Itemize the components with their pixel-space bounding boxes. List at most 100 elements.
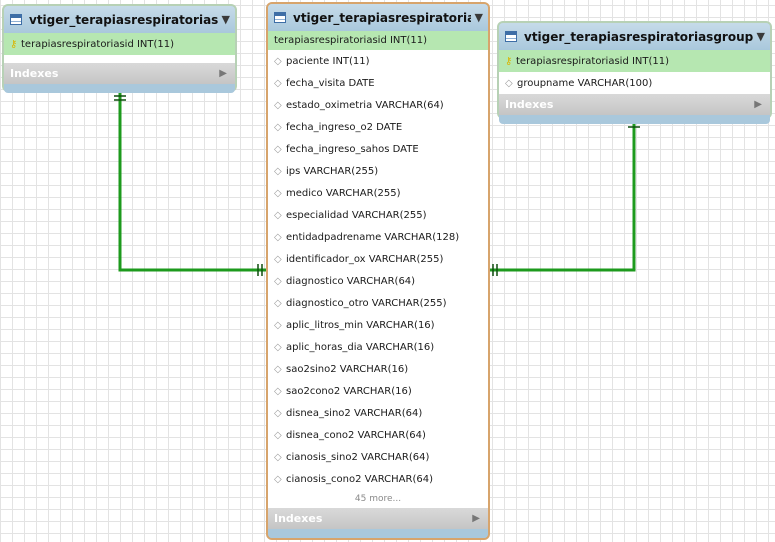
column-label: aplic_horas_dia VARCHAR(16) [286,341,435,353]
column-row[interactable]: ◇ medico VARCHAR(255) [268,182,488,204]
table-icon [505,31,517,42]
column-label: medico VARCHAR(255) [286,187,401,199]
diamond-icon: ◇ [274,165,282,177]
table-header[interactable]: vtiger_terapiasrespiratorias ▼ [268,4,488,31]
column-row[interactable]: ◇ entidadpadrename VARCHAR(128) [268,226,488,248]
column-row[interactable]: ◇ diagnostico_otro VARCHAR(255) [268,292,488,314]
triangle-right-icon[interactable]: ▶ [219,68,227,79]
diamond-icon: ◇ [274,143,282,155]
column-row[interactable]: ◇ diagnostico VARCHAR(64) [268,270,488,292]
column-row[interactable]: ◇ aplic_horas_dia VARCHAR(16) [268,336,488,358]
column-label: fecha_ingreso_o2 DATE [286,121,403,133]
indexes-label: Indexes [10,67,59,80]
table-title: vtiger_terapiasrespiratoriascf [29,12,218,27]
column-label: sao2sino2 VARCHAR(16) [286,363,409,375]
column-label: disnea_cono2 VARCHAR(64) [286,429,426,441]
table-title: vtiger_terapiasrespiratorias [293,10,471,25]
table-terapiasrespiratorias[interactable]: vtiger_terapiasrespiratorias ▼ terapiasr… [266,2,490,540]
diamond-icon: ◇ [505,77,513,89]
column-row[interactable]: ◇ sao2cono2 VARCHAR(16) [268,380,488,402]
table-terapiasrespiratoriasgrouprel[interactable]: vtiger_terapiasrespiratoriasgrouprel ▼ ⚷… [497,21,772,124]
indexes-section[interactable]: Indexes ▶ [268,508,488,529]
diamond-icon: ◇ [274,187,282,199]
triangle-right-icon[interactable]: ▶ [754,99,762,110]
table-footer [499,115,770,124]
column-row[interactable]: ◇ cianosis_sino2 VARCHAR(64) [268,446,488,468]
diamond-icon: ◇ [274,407,282,419]
table-header[interactable]: vtiger_terapiasrespiratoriascf ▼ [4,6,235,33]
column-label: especialidad VARCHAR(255) [286,209,427,221]
chevron-down-icon[interactable]: ▼ [221,13,230,26]
diamond-icon: ◇ [274,121,282,133]
column-row[interactable]: ◇ paciente INT(11) [268,50,488,72]
key-icon: ⚷ [505,55,513,67]
column-label: groupname VARCHAR(100) [517,77,653,89]
column-label: terapiasrespiratoriasid INT(11) [274,35,428,46]
table-icon [274,12,286,23]
column-label: terapiasrespiratoriasid INT(11) [21,38,175,50]
table-terapiasrespiratoriascf[interactable]: vtiger_terapiasrespiratoriascf ▼ ⚷ terap… [2,4,237,93]
column-row[interactable]: ◇ especialidad VARCHAR(255) [268,204,488,226]
relationship-grouprel-to-main [488,119,636,272]
diamond-icon: ◇ [274,297,282,309]
empty-column-area [4,55,235,63]
column-label: cianosis_sino2 VARCHAR(64) [286,451,430,463]
indexes-section[interactable]: Indexes ▶ [4,63,235,84]
table-icon [10,14,22,25]
column-row[interactable]: ◇ fecha_visita DATE [268,72,488,94]
column-label: ips VARCHAR(255) [286,165,379,177]
column-row[interactable]: ◇ fecha_ingreso_o2 DATE [268,116,488,138]
relationship-cf-to-main [118,92,268,272]
column-row[interactable]: ◇ ips VARCHAR(255) [268,160,488,182]
diamond-icon: ◇ [274,319,282,331]
column-row[interactable]: ◇ disnea_cono2 VARCHAR(64) [268,424,488,446]
diamond-icon: ◇ [274,429,282,441]
diamond-icon: ◇ [274,385,282,397]
column-label: terapiasrespiratoriasid INT(11) [516,55,670,67]
diamond-icon: ◇ [274,77,282,89]
diamond-icon: ◇ [274,231,282,243]
column-label: estado_oximetria VARCHAR(64) [286,99,444,111]
indexes-section[interactable]: Indexes ▶ [499,94,770,115]
column-row[interactable]: ◇ groupname VARCHAR(100) [499,72,770,94]
indexes-label: Indexes [505,98,554,111]
column-label: diagnostico_otro VARCHAR(255) [286,297,447,309]
table-title: vtiger_terapiasrespiratoriasgrouprel [524,29,753,44]
diamond-icon: ◇ [274,99,282,111]
column-row[interactable]: ⚷ terapiasrespiratoriasid INT(11) [4,33,235,55]
column-label: fecha_visita DATE [286,77,375,89]
column-row[interactable]: ◇ cianosis_cono2 VARCHAR(64) [268,468,488,490]
chevron-down-icon[interactable]: ▼ [474,11,483,24]
diamond-icon: ◇ [274,55,282,67]
column-row[interactable]: ◇ disnea_sino2 VARCHAR(64) [268,402,488,424]
diamond-icon: ◇ [274,363,282,375]
table-footer [268,529,488,538]
column-label: entidadpadrename VARCHAR(128) [286,231,460,243]
diamond-icon: ◇ [274,253,282,265]
column-label: diagnostico VARCHAR(64) [286,275,416,287]
column-label: aplic_litros_min VARCHAR(16) [286,319,435,331]
triangle-right-icon[interactable]: ▶ [472,513,480,524]
diamond-icon: ◇ [274,209,282,221]
column-label: fecha_ingreso_sahos DATE [286,143,419,155]
column-label: cianosis_cono2 VARCHAR(64) [286,473,433,485]
column-row[interactable]: ◇ aplic_litros_min VARCHAR(16) [268,314,488,336]
column-row[interactable]: ◇ sao2sino2 VARCHAR(16) [268,358,488,380]
diamond-icon: ◇ [274,275,282,287]
column-row[interactable]: terapiasrespiratoriasid INT(11) [268,31,488,50]
column-label: paciente INT(11) [286,55,370,67]
table-header[interactable]: vtiger_terapiasrespiratoriasgrouprel ▼ [499,23,770,50]
diamond-icon: ◇ [274,451,282,463]
column-row[interactable]: ◇ fecha_ingreso_sahos DATE [268,138,488,160]
key-icon: ⚷ [10,38,18,50]
chevron-down-icon[interactable]: ▼ [756,30,765,43]
diamond-icon: ◇ [274,473,282,485]
column-label: disnea_sino2 VARCHAR(64) [286,407,423,419]
column-row[interactable]: ⚷ terapiasrespiratoriasid INT(11) [499,50,770,72]
more-columns-link[interactable]: 45 more... [268,490,488,508]
diamond-icon: ◇ [274,341,282,353]
column-label: sao2cono2 VARCHAR(16) [286,385,412,397]
column-row[interactable]: ◇identificador_ox VARCHAR(255) [268,248,488,270]
column-row[interactable]: ◇ estado_oximetria VARCHAR(64) [268,94,488,116]
